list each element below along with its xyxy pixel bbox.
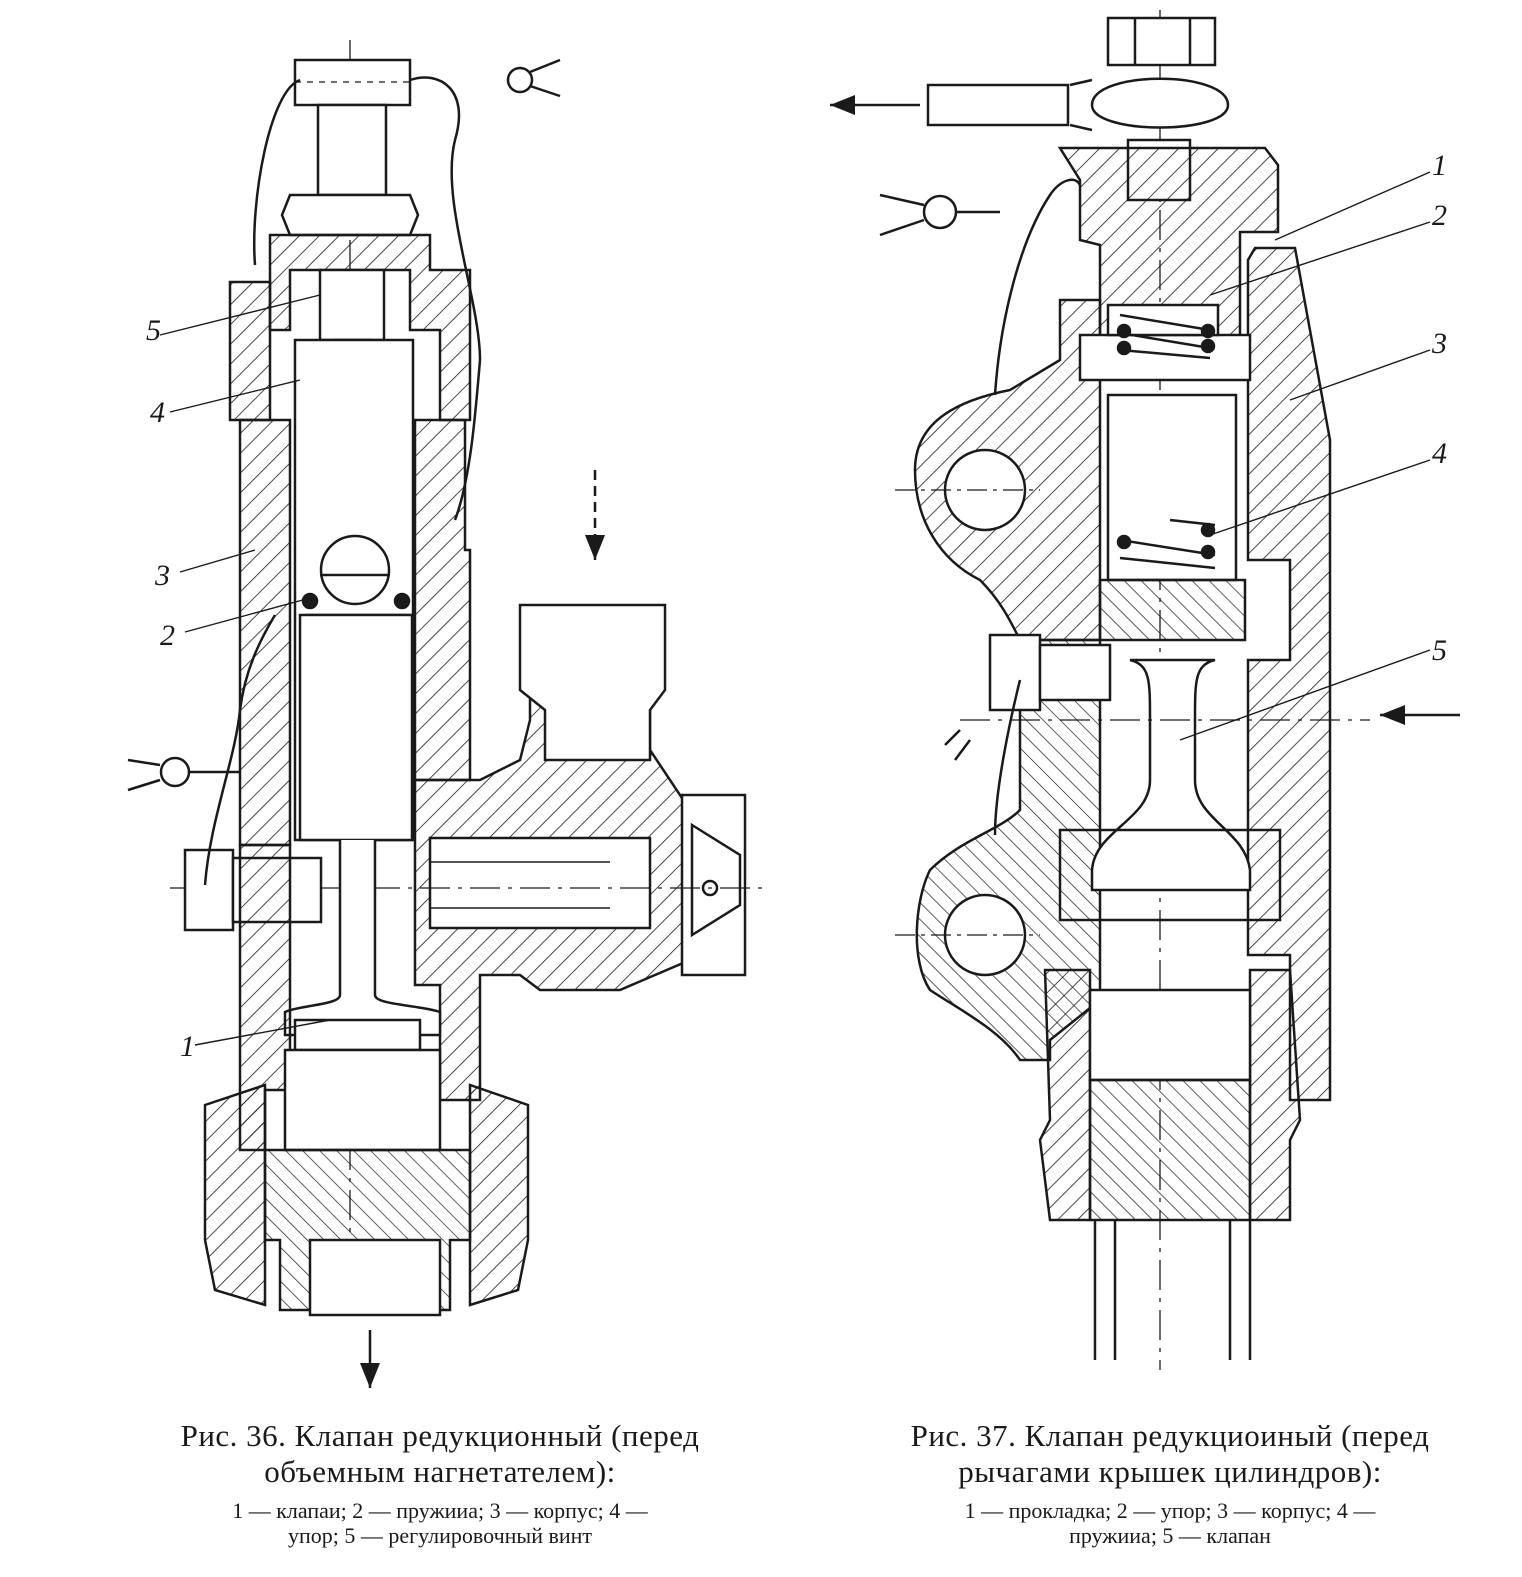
figure-37-legend-line-2: пружииа; 5 — клапан xyxy=(1069,1523,1271,1548)
fig37-label-2: 2 xyxy=(1432,199,1447,232)
figure-36-title-line-1: Рис. 36. Клапан редукционный (перед xyxy=(180,1418,700,1453)
fig37-label-5: 5 xyxy=(1432,634,1447,667)
figure-36-caption: Рис. 36. Клапан редукционный (перед объе… xyxy=(90,1418,790,1548)
figure-36-legend-line-2: упор; 5 — регулировочный винт xyxy=(287,1523,593,1548)
figure-37-legend-line-1: 1 — прокладка; 2 — упор; 3 — корпус; 4 — xyxy=(964,1498,1376,1523)
fig37-label-4: 4 xyxy=(1432,437,1447,470)
figure-37-reducing-valve xyxy=(830,10,1460,1370)
fig36-label-4: 4 xyxy=(150,396,165,429)
figure-36-legend-line-1: 1 — клапаи; 2 — пружииа; 3 — корпус; 4 — xyxy=(232,1498,648,1523)
figure-37-legend: 1 — прокладка; 2 — упор; 3 — корпус; 4 —… xyxy=(830,1498,1510,1548)
figure-37-title-line-2: рычагами крышек цилиндров): xyxy=(958,1454,1382,1489)
fig36-label-2: 2 xyxy=(160,619,175,652)
figure-36-labels: 5 4 3 2 1 xyxy=(146,314,195,1063)
fig37-label-3: 3 xyxy=(1431,327,1447,360)
technical-drawings: 5 4 3 2 1 xyxy=(127,10,1460,1388)
figure-36-title-line-2: объемным нагнетателем): xyxy=(264,1454,616,1489)
figure-37-title: Рис. 37. Клапан редукциоиный (перед рыча… xyxy=(830,1418,1510,1490)
figure-36-legend: 1 — клапаи; 2 — пружииа; 3 — корпус; 4 —… xyxy=(90,1498,790,1548)
figure-36-title: Рис. 36. Клапан редукционный (перед объе… xyxy=(90,1418,790,1490)
fig36-label-3: 3 xyxy=(154,559,170,592)
figure-37-caption: Рис. 37. Клапан редукциоиный (перед рыча… xyxy=(830,1418,1510,1548)
figure-36-reducing-valve xyxy=(127,40,770,1388)
figure-37-title-line-1: Рис. 37. Клапан редукциоиный (перед xyxy=(910,1418,1430,1453)
fig37-label-1: 1 xyxy=(1432,149,1447,182)
fig36-label-5: 5 xyxy=(146,314,161,347)
figure-37-labels: 1 2 3 4 5 xyxy=(1431,149,1447,667)
fig36-label-1: 1 xyxy=(180,1030,195,1063)
